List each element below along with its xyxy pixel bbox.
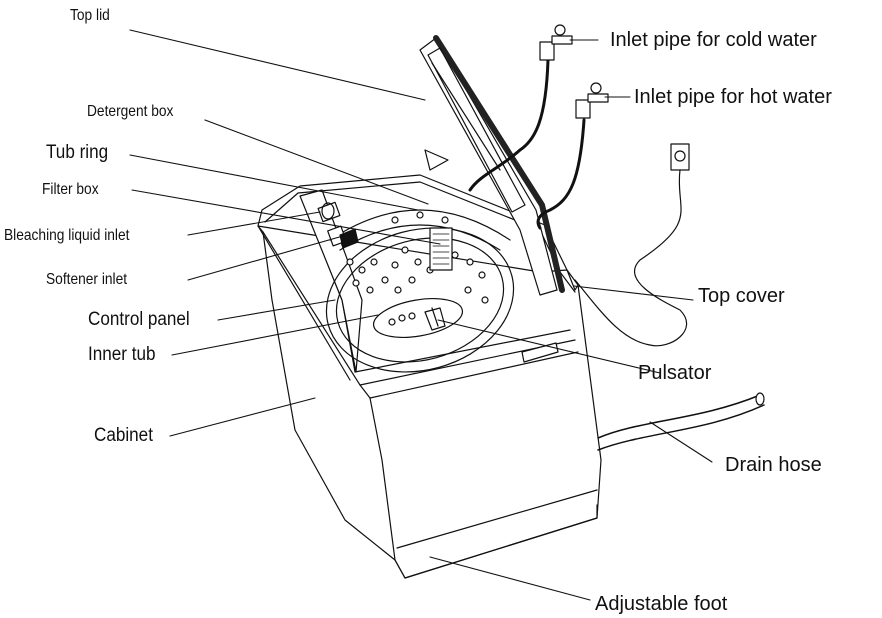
label-drain-hose: Drain hose bbox=[725, 454, 822, 476]
label-tub-ring: Tub ring bbox=[46, 142, 109, 163]
label-softener-inlet: Softener inlet bbox=[46, 271, 128, 288]
leader-top-lid bbox=[129, 29, 426, 101]
power-plug bbox=[574, 143, 690, 347]
label-cabinet: Cabinet bbox=[94, 425, 153, 446]
label-detergent-box: Detergent box bbox=[87, 103, 174, 120]
leader-softener bbox=[187, 233, 351, 281]
adjustable-foot-shape bbox=[394, 504, 598, 579]
leader-inner-tub bbox=[171, 314, 379, 356]
label-filter-box: Filter box bbox=[42, 181, 99, 198]
tub-group bbox=[317, 201, 515, 373]
label-top-lid: Top lid bbox=[70, 7, 110, 24]
leader-pulsator bbox=[437, 319, 661, 374]
leader-bleaching bbox=[187, 211, 321, 236]
leader-cabinet bbox=[169, 397, 316, 437]
label-adjustable-foot: Adjustable foot bbox=[595, 593, 728, 615]
leader-filter-box bbox=[131, 189, 441, 245]
leader-lines bbox=[129, 29, 713, 601]
top-lid-shape bbox=[419, 35, 565, 296]
leader-tub-ring bbox=[129, 154, 419, 211]
label-top-cover: Top cover bbox=[698, 285, 785, 307]
leader-top-cover bbox=[573, 285, 694, 301]
label-inner-tub: Inner tub bbox=[88, 344, 156, 365]
label-bleaching-liquid-inlet: Bleaching liquid inlet bbox=[4, 227, 130, 244]
leader-control-panel bbox=[217, 299, 336, 321]
pulsator-shape bbox=[372, 298, 464, 338]
label-pulsator: Pulsator bbox=[638, 362, 712, 384]
label-inlet-pipe-hot: Inlet pipe for hot water bbox=[634, 86, 832, 108]
leader-detergent-box bbox=[204, 119, 429, 205]
inlet-hoses bbox=[468, 24, 609, 230]
drain-hose-shape bbox=[597, 392, 765, 451]
label-inlet-pipe-cold: Inlet pipe for cold water bbox=[610, 29, 817, 51]
leader-drain-hose bbox=[649, 421, 713, 463]
label-control-panel: Control panel bbox=[88, 309, 190, 330]
leader-adjustable-foot bbox=[429, 556, 591, 601]
